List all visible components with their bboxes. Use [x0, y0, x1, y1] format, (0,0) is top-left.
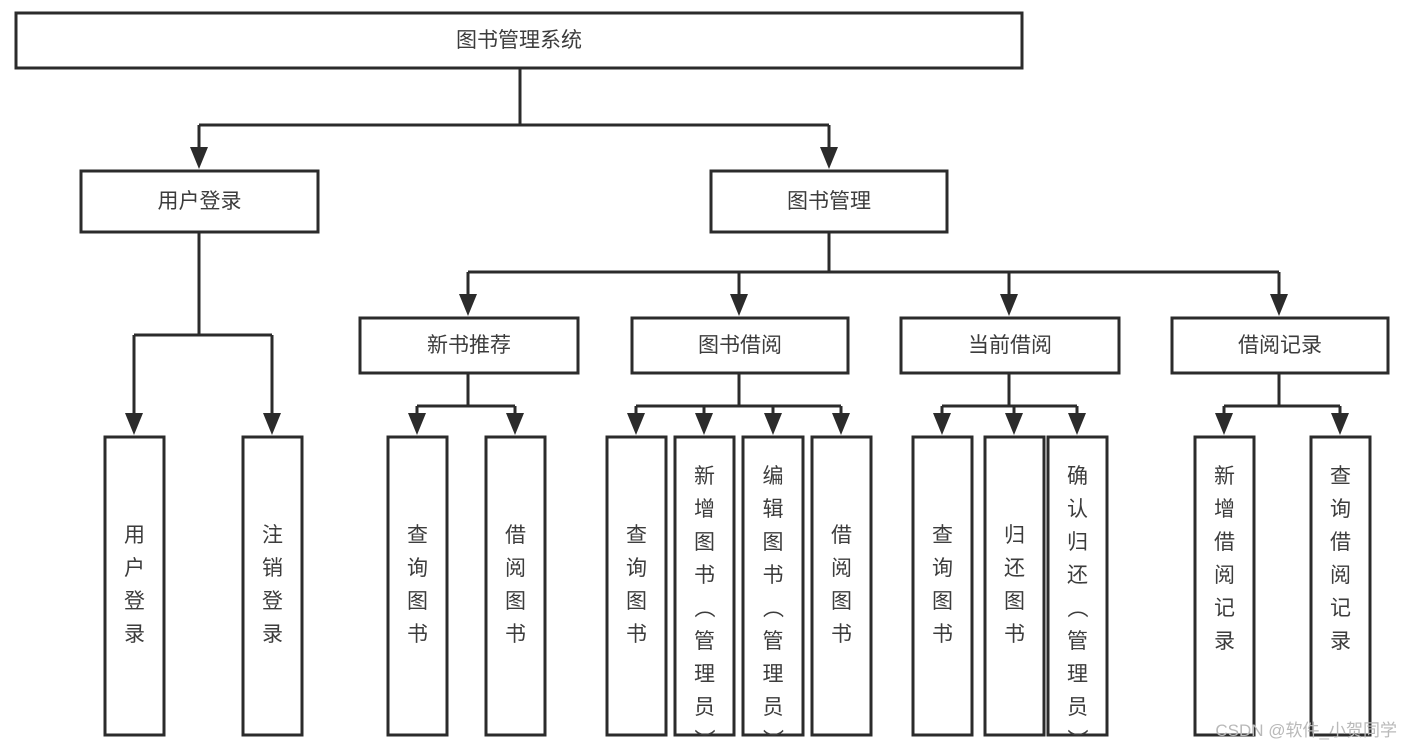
arrow-head-icon	[820, 147, 838, 169]
arrow-head-icon	[408, 413, 426, 435]
node-box[interactable]	[386, 435, 449, 737]
node-new-book-recommend[interactable]: 新书推荐	[358, 316, 580, 375]
node-book-manage[interactable]: 图书管理	[709, 169, 949, 234]
node-box[interactable]	[103, 435, 166, 737]
arrow-head-icon	[1215, 413, 1233, 435]
arrow-head-icon	[506, 413, 524, 435]
node-box[interactable]	[810, 435, 873, 737]
node-box[interactable]	[630, 316, 850, 375]
node-root[interactable]: 图书管理系统	[14, 11, 1024, 70]
node-label: 查询图书	[407, 524, 428, 646]
node-box[interactable]	[79, 169, 320, 234]
arrow-head-icon	[1270, 294, 1288, 316]
edge-group-root-to-level1	[190, 68, 838, 169]
arrow-head-icon	[695, 413, 713, 435]
node-box[interactable]	[741, 435, 805, 737]
node-box[interactable]	[605, 435, 668, 737]
node-label: 新增借阅记录	[1214, 465, 1235, 653]
node-box[interactable]	[899, 316, 1121, 375]
node-box[interactable]	[911, 435, 974, 737]
node-label: 查询借阅记录	[1330, 465, 1351, 653]
node-leaf-user-login[interactable]: 用户登录	[103, 435, 166, 737]
node-box[interactable]	[1309, 435, 1372, 737]
node-book-borrow[interactable]: 图书借阅	[630, 316, 850, 375]
node-leaf-user-logout[interactable]: 注销登录	[241, 435, 304, 737]
node-leaf-confirm-return[interactable]: 确认归还（管理员）	[1046, 435, 1109, 747]
node-box[interactable]	[673, 435, 736, 737]
node-label: 借阅图书	[505, 524, 526, 646]
node-leaf-query-book-1[interactable]: 查询图书	[386, 435, 449, 737]
node-box[interactable]	[14, 11, 1024, 70]
node-box[interactable]	[709, 169, 949, 234]
node-box[interactable]	[241, 435, 304, 737]
node-leaf-return-book[interactable]: 归还图书	[983, 435, 1046, 737]
node-label: 新书推荐	[427, 334, 511, 357]
arrow-head-icon	[627, 413, 645, 435]
arrow-head-icon	[1331, 413, 1349, 435]
node-label: 图书借阅	[698, 334, 782, 357]
arrow-head-icon	[459, 294, 477, 316]
node-label: 归还图书	[1004, 524, 1025, 646]
arrow-head-icon	[263, 413, 281, 435]
node-current-borrow[interactable]: 当前借阅	[899, 316, 1121, 375]
node-label: 新增图书（管理员）	[694, 465, 716, 747]
node-box[interactable]	[983, 435, 1046, 737]
node-leaf-add-borrow-record[interactable]: 新增借阅记录	[1193, 435, 1256, 737]
arrow-head-icon	[933, 413, 951, 435]
arrow-head-icon	[125, 413, 143, 435]
node-label: 借阅记录	[1238, 334, 1322, 357]
edge-group-bookborrow-to-leaves	[627, 373, 850, 435]
node-leaf-query-book-2[interactable]: 查询图书	[605, 435, 668, 737]
node-box[interactable]	[1046, 435, 1109, 737]
edge-group-currentborrow-to-leaves	[933, 373, 1086, 435]
node-label: 注销登录	[262, 524, 283, 646]
arrow-head-icon	[1005, 413, 1023, 435]
node-label: 当前借阅	[968, 334, 1052, 357]
arrow-head-icon	[764, 413, 782, 435]
node-label: 图书管理系统	[456, 29, 582, 52]
arrow-head-icon	[1000, 294, 1018, 316]
node-label: 编辑图书（管理员）	[763, 465, 785, 747]
node-user-login[interactable]: 用户登录	[79, 169, 320, 234]
node-leaf-borrow-book-2[interactable]: 借阅图书	[810, 435, 873, 737]
node-leaf-borrow-book-1[interactable]: 借阅图书	[484, 435, 547, 737]
node-label: 图书管理	[787, 190, 871, 213]
node-box[interactable]	[484, 435, 547, 737]
connector-layer	[125, 68, 1349, 435]
node-label: 用户登录	[124, 524, 145, 646]
node-label: 用户登录	[158, 190, 242, 213]
node-label: 确认归还（管理员）	[1067, 465, 1089, 747]
node-box[interactable]	[358, 316, 580, 375]
arrow-head-icon	[832, 413, 850, 435]
node-leaf-query-book-3[interactable]: 查询图书	[911, 435, 974, 737]
node-box[interactable]	[1193, 435, 1256, 737]
node-borrow-record[interactable]: 借阅记录	[1170, 316, 1390, 375]
arrow-head-icon	[730, 294, 748, 316]
node-box[interactable]	[1170, 316, 1390, 375]
node-layer: 图书管理系统用户登录图书管理新书推荐图书借阅当前借阅借阅记录用户登录注销登录查询…	[14, 11, 1390, 747]
edge-group-bookmanage-to-level2	[459, 232, 1288, 316]
node-leaf-add-book[interactable]: 新增图书（管理员）	[673, 435, 736, 747]
node-leaf-query-borrow-record[interactable]: 查询借阅记录	[1309, 435, 1372, 737]
node-label: 查询图书	[932, 524, 953, 646]
node-label: 查询图书	[626, 524, 647, 646]
arrow-head-icon	[190, 147, 208, 169]
node-label: 借阅图书	[831, 524, 852, 646]
arrow-head-icon	[1068, 413, 1086, 435]
node-leaf-edit-book[interactable]: 编辑图书（管理员）	[741, 435, 805, 747]
edge-group-userlogin-to-leaves	[125, 232, 281, 435]
edge-group-newbook-to-leaves	[408, 373, 524, 435]
edge-group-borrowrecord-to-leaves	[1215, 373, 1349, 435]
